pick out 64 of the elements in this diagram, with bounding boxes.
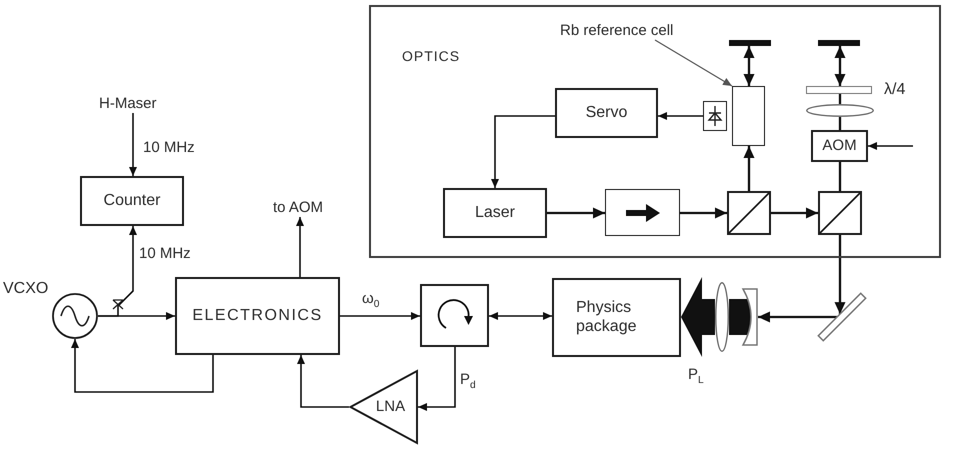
arrow: [680, 208, 727, 218]
isolator-box: [605, 189, 680, 236]
process-box: [80, 176, 184, 226]
panel-title: OPTICS: [402, 48, 460, 64]
circulator-box: [420, 284, 489, 347]
block-label: AOM: [822, 137, 857, 155]
arrow: [758, 312, 838, 322]
beam-arrow: [681, 277, 715, 357]
process-box: [552, 278, 681, 357]
arrow: [658, 112, 703, 120]
block-label: ELECTRONICS: [192, 306, 323, 326]
double-arrow: [834, 46, 846, 86]
beam-line: [838, 162, 842, 191]
arrow: [71, 339, 214, 393]
leader-line: [654, 40, 732, 86]
waveplate: [806, 86, 872, 94]
arrow: [129, 113, 137, 176]
block-label: LNA: [376, 398, 406, 416]
arrow: [491, 115, 555, 188]
arrow: [744, 146, 754, 191]
arrow: [834, 235, 846, 314]
arrow: [297, 355, 349, 408]
mirror: [729, 40, 771, 46]
side-label: λ/4: [884, 81, 906, 100]
beam-line: [838, 94, 842, 104]
detector-box: [703, 101, 727, 131]
side-label: VCXO: [3, 280, 48, 298]
signal-label: P$_{L}$: [688, 366, 704, 384]
signal-label: ω$_{0}$: [362, 290, 380, 308]
double-arrow: [744, 46, 754, 86]
arrow: [98, 312, 175, 320]
arrow: [771, 208, 818, 218]
mirror: [818, 40, 860, 46]
signal-label: 10 MHz: [139, 245, 191, 262]
reference-cell: [732, 86, 765, 146]
lens: [806, 104, 874, 117]
arrow: [418, 347, 456, 411]
light-beam: [729, 299, 751, 335]
process-box: [175, 277, 340, 355]
signal-label: 10 MHz: [143, 139, 195, 156]
process-box: [555, 88, 658, 138]
process-box: [811, 130, 868, 162]
beam-splitter-cube: [727, 191, 771, 235]
lens: [715, 282, 729, 352]
group-frame: [369, 5, 941, 258]
double-arrow: [489, 312, 552, 320]
oscillator-circle: [52, 293, 98, 339]
output-label: to AOM: [273, 199, 324, 216]
beam-line: [838, 117, 842, 130]
arrow: [868, 142, 913, 150]
block-label: Laser: [474, 204, 516, 222]
signal-label: P$_{d}$: [460, 371, 476, 388]
beam-splitter-cube: [818, 191, 862, 235]
block-label: Physics package: [576, 299, 636, 336]
block-label: Counter: [104, 192, 160, 210]
amplifier-triangle: [349, 370, 418, 444]
callout-label: Rb reference cell: [560, 22, 674, 40]
source-label: H-Maser: [99, 95, 157, 112]
arrow: [547, 208, 605, 218]
block-label: Servo: [586, 104, 628, 122]
concave-lens: [742, 288, 758, 346]
process-box: [443, 188, 547, 238]
arrow: [296, 217, 304, 277]
arrow: [340, 312, 420, 320]
